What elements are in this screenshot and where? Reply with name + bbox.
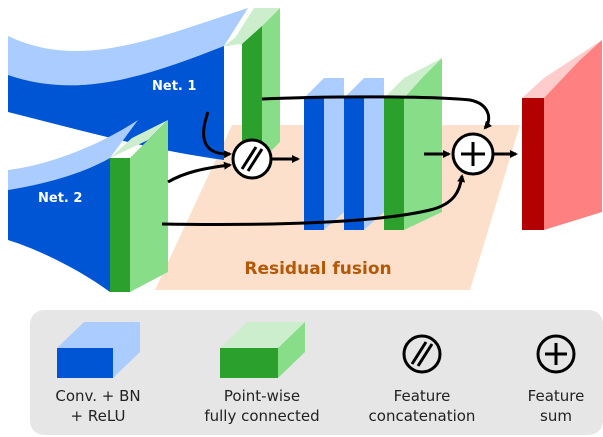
arrow-net1-to-concat xyxy=(202,111,232,159)
legend-conv-label-2: + ReLU xyxy=(71,407,126,425)
legend-fc-label-1: Point-wise xyxy=(224,387,300,405)
net1-label: Net. 1 xyxy=(152,79,196,94)
net1-funnel-body xyxy=(8,46,224,160)
central-conv-block-1 xyxy=(304,78,344,230)
legend-sum-icon xyxy=(536,334,576,374)
net2-funnel-body xyxy=(8,158,110,292)
residual-fusion-label: Residual fusion xyxy=(244,259,391,279)
net2-fc-block xyxy=(110,120,168,292)
central-fc-block xyxy=(384,58,442,230)
legend-conv-icon xyxy=(57,322,140,378)
legend-sum-label-1: Feature xyxy=(528,387,585,405)
legend-sum-label-2: sum xyxy=(540,407,572,425)
net2-funnel-top xyxy=(8,120,138,190)
output-block xyxy=(522,40,602,230)
legend-fc-icon xyxy=(220,322,305,378)
net2-block: Net. 2 xyxy=(8,120,138,292)
arrow-net2-skip-to-sum xyxy=(161,174,466,226)
central-conv-block-2 xyxy=(344,78,384,230)
connection-arrows xyxy=(161,95,518,226)
arrow-net1-skip-to-sum xyxy=(261,95,492,130)
net1-funnel-top xyxy=(8,8,248,86)
arrow-net2-to-concat xyxy=(167,161,232,184)
legend-fc-label-2: fully connected xyxy=(204,407,319,425)
legend-conv-label-1: Conv. + BN xyxy=(55,387,140,405)
legend-background xyxy=(30,310,603,435)
legend: Conv. + BN + ReLU Point-wise fully conne… xyxy=(30,310,603,435)
legend-concat-label-1: Feature xyxy=(394,387,451,405)
legend-concat-label-2: concatenation xyxy=(369,407,476,425)
legend-concat-icon xyxy=(402,334,442,374)
concat-operator xyxy=(231,138,273,180)
net1-block: Net. 1 xyxy=(8,8,248,160)
sum-operator xyxy=(451,132,495,176)
net2-label: Net. 2 xyxy=(38,191,82,206)
